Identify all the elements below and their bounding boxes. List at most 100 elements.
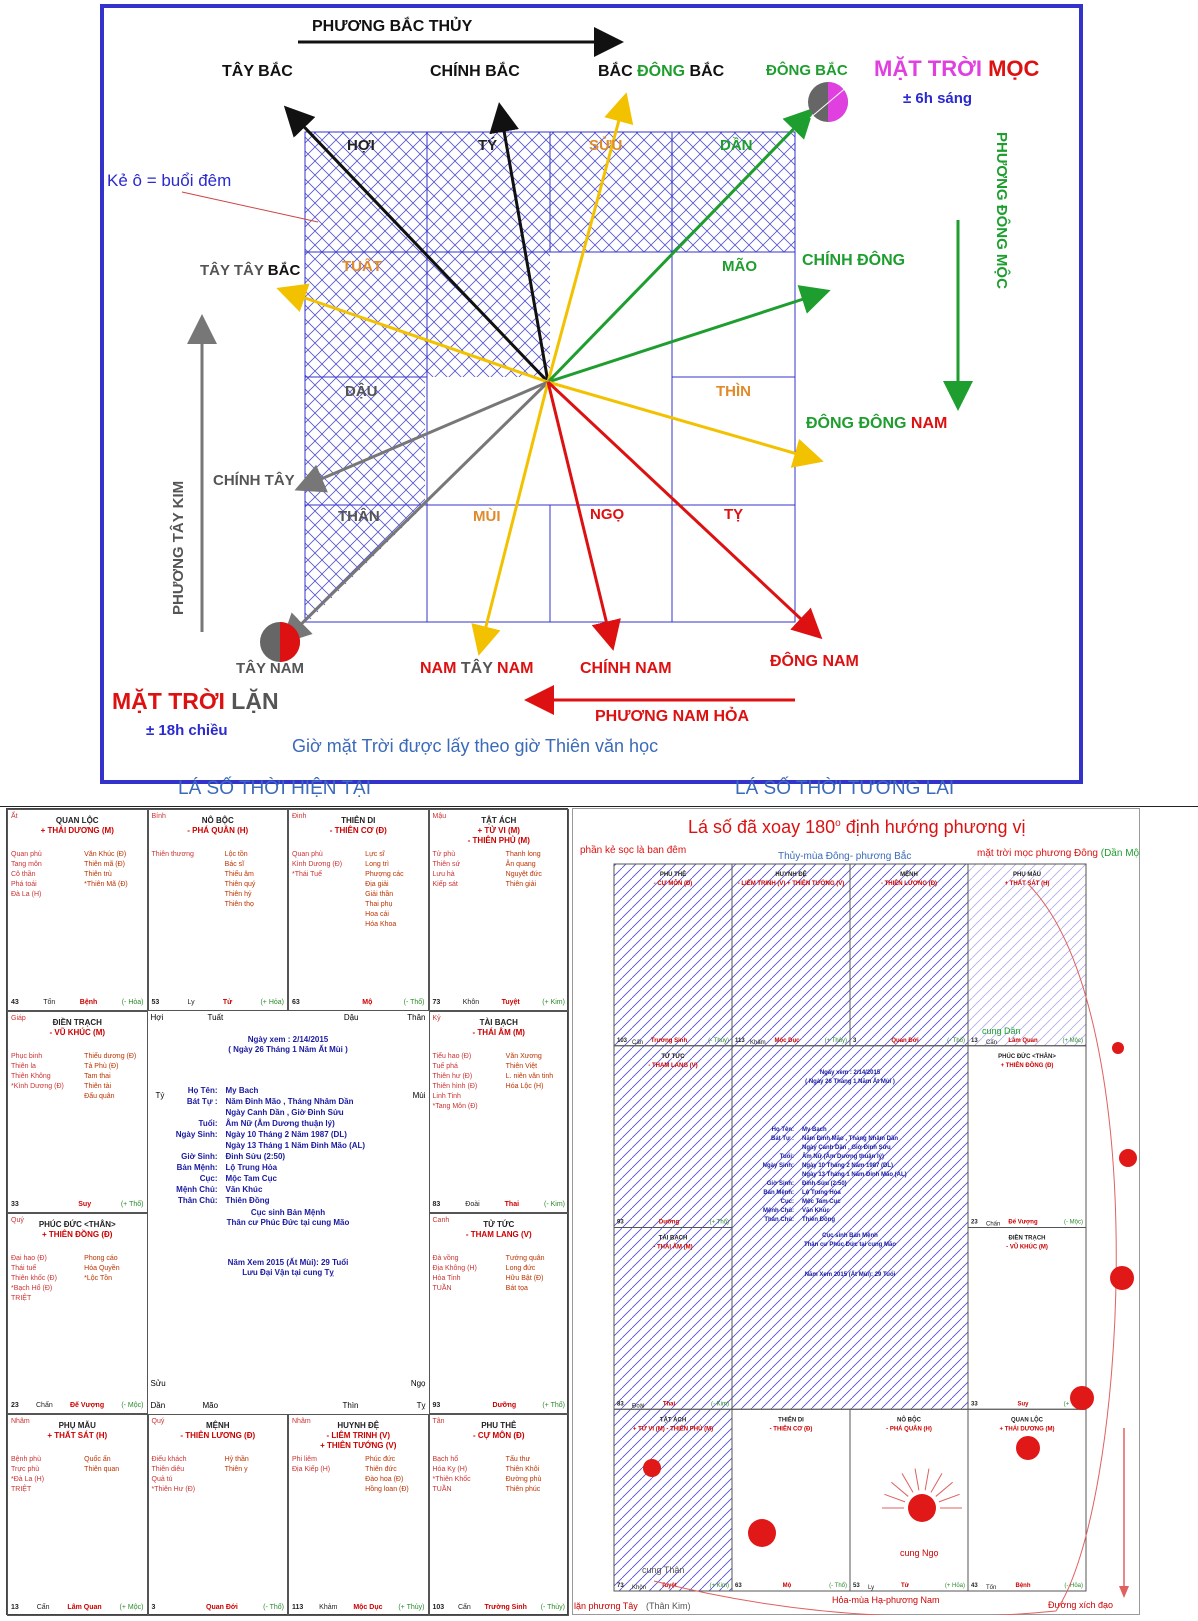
cung-dan-label: cung Dần: [982, 1026, 1021, 1036]
note-north: Thủy-mùa Đông- phương Bắc: [778, 851, 912, 862]
cung-ngo-label: cung Ngọ: [900, 1548, 939, 1558]
sun-dot: [1070, 1386, 1094, 1410]
minor-stars-right: Văn Khúc (Đ) Thiên mã (Đ) Thiên trù *Thi…: [84, 851, 128, 888]
life-phase: Dưỡng: [492, 1402, 517, 1410]
info-row: Ngày 13 Tháng 1 Năm Đinh Mão (AL): [148, 1140, 429, 1151]
cell-stem: Mậu: [432, 813, 447, 820]
palace-name: THIÊN DI: [341, 816, 376, 825]
view-date: Ngày xem : 2/14/2015: [820, 1070, 881, 1076]
main-star: + THÁI DƯƠNG (M): [40, 826, 114, 835]
minor-stars-left: Quan phù Kình Dương (Đ) *Thái Tuế: [292, 851, 343, 878]
sunset-note-branch: (Thân Kim): [646, 1601, 691, 1611]
cell-element: (+ Mộc): [119, 1604, 144, 1611]
cell-element: (+ Thủy): [825, 1037, 847, 1044]
arrow-chinh-bac: [489, 102, 550, 383]
info-key: Bản Mệnh:: [763, 1190, 794, 1196]
cell-element: (+ Hỏa): [945, 1582, 965, 1589]
info-key: [148, 1107, 218, 1118]
cell-branch: Cấn: [36, 1604, 50, 1611]
equator-note: Đường xích đạo: [1048, 1600, 1113, 1610]
sun-dot: [1112, 1042, 1124, 1054]
cycle-number: 3: [151, 1604, 156, 1611]
info-key: Mệnh Chủ:: [176, 1184, 218, 1194]
info-key: Bản Mệnh:: [176, 1162, 218, 1172]
palace-cell-border: [849, 1408, 969, 1592]
cell-stem: Bính: [151, 813, 166, 820]
palace-name: PHU THÊ: [660, 870, 686, 878]
palace-name: TÀI BẠCH: [479, 1017, 518, 1027]
sunrise-label: MẶT TRỜI MỌC: [874, 56, 1040, 81]
info-line: Cục sinh Bản Mệnh: [250, 1207, 326, 1217]
minor-stars-left: Phục binh Thiên la Thiên Không *Kình Dươ…: [11, 1052, 64, 1090]
cycle-number: 53: [151, 998, 160, 1006]
west-label: PHƯƠNG TÂY KIM: [170, 480, 187, 615]
info-value: Ngày 13 Tháng 1 Năm Đinh Mão (AL): [225, 1140, 366, 1150]
main-star: - THÁI ÂM (M): [653, 1244, 692, 1251]
palace-name: MỆNH: [900, 870, 918, 878]
dir-dong-dong-nam: ĐÔNG ĐÔNG NAM: [806, 415, 948, 432]
palace-name: MỆNH: [205, 1421, 230, 1431]
cell-element: (- Hỏa): [1064, 1582, 1083, 1589]
cell-branch: Đoài: [465, 1200, 480, 1208]
sun-dot: [1016, 1436, 1040, 1460]
cell-branch: Khảm: [319, 1604, 338, 1611]
main-star: - LIÊM TRINH (V) + THIÊN TƯỚNG (V): [738, 879, 845, 887]
lunar-date: ( Ngày 26 Tháng 1 Năm Ất Mùi ): [228, 1044, 348, 1054]
cell-stem: Giáp: [11, 1014, 26, 1022]
main-star: - PHÁ QUÂN (H): [187, 826, 249, 835]
cycle-number: 113: [292, 1604, 304, 1611]
dir-bac-dong-bac: BẮC ĐÔNG BẮC: [598, 63, 725, 80]
east-label: PHƯƠNG ĐÔNG MỘC: [993, 132, 1010, 289]
info-value: Ngày 13 Tháng 1 Năm Đinh Mão (AL): [802, 1172, 907, 1178]
palace-name: TẬT ÁCH: [481, 816, 517, 825]
dir-tay-nam: TÂY NAM: [236, 660, 305, 677]
life-phase: Trường Sinh: [484, 1604, 527, 1611]
cycle-number: 33: [11, 1200, 19, 1208]
sunrise-icon: [808, 82, 849, 122]
info-value: Thiên Đồng: [225, 1195, 270, 1205]
info-value: Âm Nữ (Âm Dương thuận lý): [802, 1153, 884, 1160]
sunset-icon: [260, 622, 300, 662]
info-key: Mệnh Chủ:: [763, 1208, 794, 1214]
branch-ngo: NGỌ: [590, 506, 625, 523]
info-key: Họ Tên:: [772, 1127, 794, 1133]
life-phase: Đế Vượng: [1008, 1219, 1038, 1226]
palace-name: HUYNH ĐỆ: [775, 870, 806, 878]
minor-stars-right: Tấu thư Thiên Khôi Đường phù Thiên phúc: [505, 1456, 542, 1494]
compass-diagram: [181, 27, 973, 715]
sun-path: [1027, 883, 1117, 1612]
footer-note: Giờ mặt Trời được lấy theo giờ Thiên văn…: [292, 736, 659, 756]
center-corner-label: Mùi: [412, 1090, 426, 1100]
cycle-number: 93: [432, 1402, 441, 1410]
minor-stars-left: Quan phủ Tang môn Cô thần Phá toái Đà La…: [11, 851, 42, 898]
night-hatch: [732, 1045, 968, 1410]
info-row: Họ Tên:My Bach: [148, 1085, 429, 1096]
cell-branch: Ly: [187, 998, 195, 1006]
left-chart-heading: LÁ SỐ THỜI HIỆN TẠI: [178, 778, 371, 799]
minor-stars-right: Phúc đức Thiên đức Đào hoa (Đ) Hồng loan…: [365, 1456, 409, 1494]
dir-chinh-nam: CHÍNH NAM: [580, 660, 672, 677]
main-star: - PHÁ QUÂN (H): [886, 1425, 932, 1432]
info-value: Đinh Sửu (2:50): [802, 1181, 847, 1187]
info-row: Cục:Mộc Tam Cục: [148, 1173, 429, 1184]
cell-branch: Khôn: [632, 1585, 646, 1591]
minor-stars-left: Thiên thương: [151, 851, 194, 858]
life-phase: Mộ: [362, 998, 373, 1006]
info-value: My Bach: [225, 1085, 259, 1095]
sun-ray: [914, 1468, 920, 1491]
info-key: [148, 1140, 218, 1151]
info-line: Thân cư Phúc Đức tại cung Mão: [226, 1217, 350, 1227]
info-key: Thân Chủ:: [764, 1217, 794, 1223]
life-phase: Lâm Quan: [1008, 1038, 1038, 1044]
info-key: Bát Tự :: [186, 1096, 218, 1106]
info-row: Bản Mệnh:Lộ Trung Hỏa: [148, 1162, 429, 1173]
cycle-number: 113: [735, 1038, 745, 1044]
